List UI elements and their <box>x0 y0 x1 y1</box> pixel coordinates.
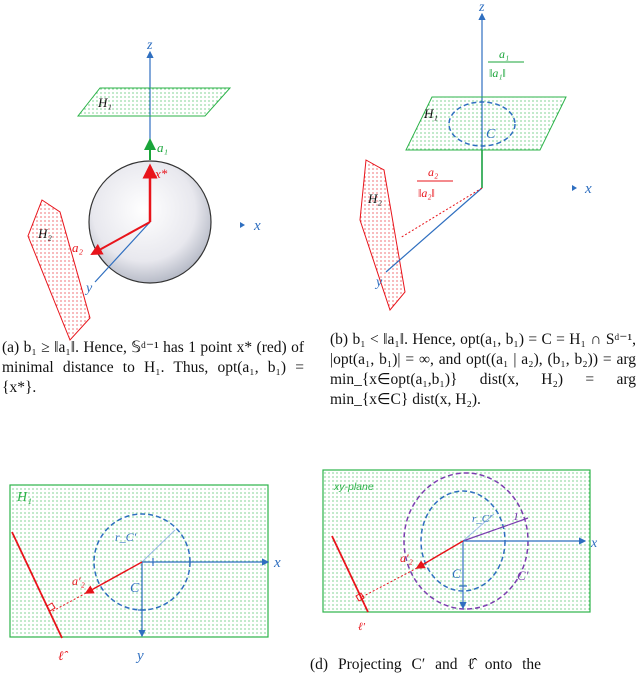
C-label: C <box>130 581 140 596</box>
panel-a-diagram: z H₁ H₂ a₁ x* y a₂ x <box>27 38 261 341</box>
one-label: 1 <box>513 509 519 523</box>
xy-plane-label: xy-plane <box>333 481 374 493</box>
H1-label: H₁ <box>423 106 438 121</box>
lprime-label: ℓ′ <box>358 621 366 633</box>
plane-H1 <box>9 484 269 638</box>
right-angle-marker <box>46 602 56 612</box>
C-label: C <box>486 127 496 142</box>
a2prime-label: a′₂ <box>72 574 85 588</box>
plane-H2 <box>27 199 91 341</box>
right-angle-marker <box>355 592 365 602</box>
x-label: x <box>590 536 598 551</box>
panel-c-diagram: H₁ r_C′ x y C a′₂ ℓ̂ <box>9 484 281 664</box>
a2-norm-numerator: a₂ <box>428 165 438 179</box>
radius-one <box>462 517 529 542</box>
rC-label: r_C′ <box>115 530 137 544</box>
a1-norm-numerator: a₁ <box>499 47 509 61</box>
xstar-label: x* <box>154 166 168 181</box>
plane-H1 <box>76 87 232 117</box>
rC-label: r_C′ <box>472 513 492 525</box>
y-label: y <box>135 648 144 664</box>
y-label: y <box>374 275 383 290</box>
H2-label: H₂ <box>367 191 382 206</box>
a2-arrow <box>90 221 151 255</box>
caption-b: (b) b₁ < ‖a₁‖. Hence, opt(a₁, b₁) = C = … <box>330 331 636 408</box>
y-axis <box>94 221 151 283</box>
a1-norm-denominator: ‖a₁‖ <box>489 66 506 80</box>
a2prime-arrow <box>84 561 143 594</box>
line-lhat <box>11 531 63 639</box>
x-axis-tip <box>572 185 577 191</box>
z-label: z <box>478 0 485 15</box>
C-label: C <box>452 566 461 581</box>
panel-b-diagram: z a₁ ‖a₁‖ H₁ C H₂ a₂ ‖a₂‖ y x <box>359 0 592 312</box>
radius-rC <box>141 529 176 563</box>
panel-d-diagram: xy-plane r_C′ 1 x C C′ a′₂ ℓ′ <box>322 469 598 633</box>
plane-H1 <box>405 96 567 151</box>
circle-C <box>448 101 516 147</box>
Cprime-label: C′ <box>517 568 529 583</box>
x-label: x <box>584 181 592 197</box>
plane-H2 <box>359 159 406 312</box>
projection-line <box>50 592 87 613</box>
projection-line <box>359 567 418 599</box>
a2-direction <box>399 187 483 239</box>
y-label: y <box>84 281 93 296</box>
caption-d: (d) Projecting C′ and ℓ̂ onto the <box>310 656 542 673</box>
a2-label: a₂ <box>72 240 84 255</box>
radius-rC <box>462 513 495 542</box>
H2-label: H₂ <box>37 226 52 241</box>
a1-label: a₁ <box>157 140 168 155</box>
lhat-label: ℓ̂ <box>58 648 68 663</box>
a2prime-label: a′₂ <box>400 551 413 565</box>
x-label: x <box>273 555 281 571</box>
a2prime-arrow <box>415 540 464 569</box>
x-axis-tip <box>240 222 245 228</box>
H1-label: H₁ <box>16 490 32 505</box>
H1-label: H₁ <box>97 95 112 110</box>
z-label: z <box>146 38 153 53</box>
a2-norm-denominator: ‖a₂‖ <box>418 186 435 200</box>
caption-a: (a) b₁ ≥ ‖a₁‖. Hence, 𝕊ᵈ⁻¹ has 1 point x… <box>2 339 304 396</box>
y-axis <box>385 187 483 273</box>
x-label: x <box>253 218 261 234</box>
